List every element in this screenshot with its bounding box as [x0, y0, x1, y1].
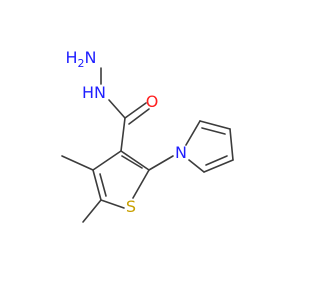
- bond-c4-methyl: [61, 155, 94, 171]
- bond-c4-c5: [92, 169, 102, 201]
- molecule-canvas: H2N HN O N S: [61, 48, 234, 223]
- bond-s-c2: [132, 169, 150, 199]
- bond-c-o-1: [124, 102, 147, 119]
- atom-carbonyl-oxygen: O: [146, 92, 159, 111]
- atom-thiophene-sulfur: S: [126, 197, 136, 216]
- atom-pyrrole-nitrogen: N: [175, 143, 187, 162]
- bond-nh-carbonyl: [108, 99, 126, 119]
- bond-c2-c3: [120, 150, 150, 171]
- bond-np-ca: [185, 120, 201, 146]
- bond-c2-c3-inner: [121, 155, 143, 169]
- bond-cd-np: [188, 159, 205, 173]
- bond-ca-cb: [199, 120, 231, 130]
- molecule-structure: H2N HN O N S: [61, 48, 234, 223]
- atom-h2-label: H: [66, 48, 78, 67]
- atom-terminal-amine: H2N: [66, 48, 97, 70]
- atom-nh-h-label: H: [82, 83, 94, 102]
- atom-n-label: N: [85, 48, 97, 67]
- bond-cc-cd-inner: [205, 155, 228, 166]
- bond-c5-s: [100, 199, 125, 209]
- bond-c5-methyl: [82, 199, 102, 223]
- bond-ca-cb-inner: [201, 127, 226, 135]
- bond-cc-cd: [203, 159, 234, 173]
- bond-cb-cc: [229, 128, 234, 161]
- bond-c-o-2: [128, 108, 150, 125]
- bond-c3-c4: [92, 150, 122, 171]
- atom-layer: H2N HN O N S: [66, 48, 187, 216]
- bond-c4-c5-inner: [99, 173, 107, 197]
- bond-c2-npyrrole: [148, 155, 174, 171]
- atom-nh-n-label: N: [94, 83, 106, 102]
- atom-hydrazide-nh: HN: [82, 83, 106, 102]
- atom-h2-subscript: 2: [78, 57, 85, 70]
- bond-layer: [61, 67, 234, 223]
- bond-carbonyl-c3: [120, 117, 126, 152]
